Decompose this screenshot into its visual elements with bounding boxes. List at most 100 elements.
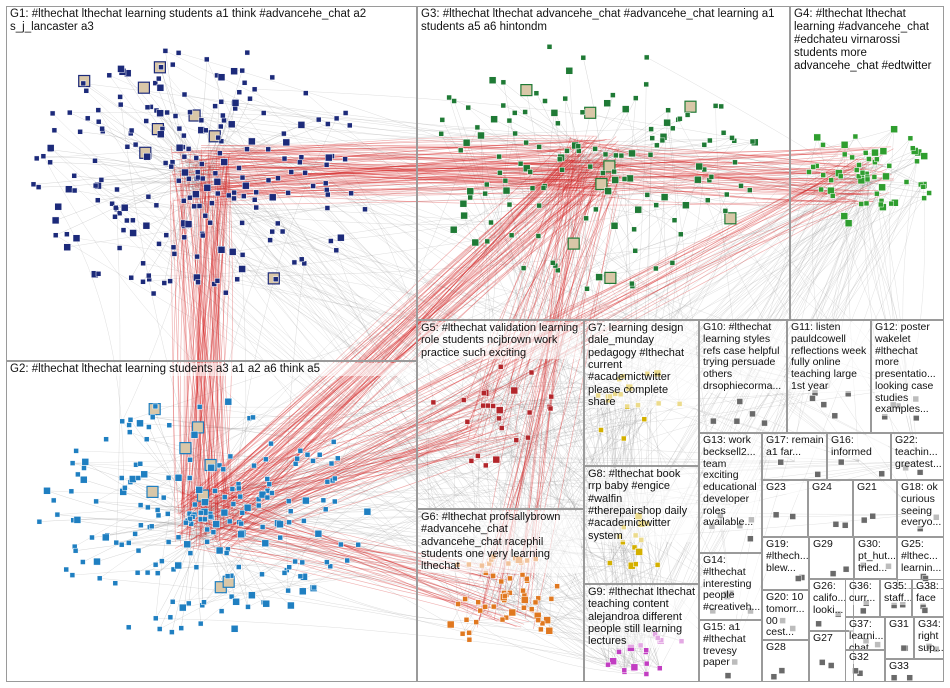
node	[239, 67, 245, 74]
node	[304, 451, 311, 458]
edge	[507, 163, 576, 393]
node	[871, 174, 878, 180]
node	[603, 160, 616, 173]
edge	[844, 144, 860, 462]
edge	[521, 194, 585, 414]
node	[314, 529, 323, 538]
node	[231, 189, 237, 196]
node	[630, 663, 639, 672]
edge	[524, 178, 620, 394]
node	[556, 156, 563, 163]
node	[853, 167, 860, 173]
node	[333, 115, 340, 122]
node	[69, 572, 76, 578]
group-label-g18: G18: ok curious seeing everyo...	[901, 481, 942, 529]
edge	[151, 526, 641, 646]
group-box-g37: G37: learni... chat	[845, 617, 885, 650]
edge	[178, 142, 590, 515]
node	[109, 200, 115, 207]
node	[464, 419, 471, 425]
node	[201, 599, 207, 605]
node	[196, 203, 203, 209]
node	[167, 614, 174, 621]
edge	[867, 179, 918, 462]
edge	[183, 186, 599, 507]
group-box-g13: G13: work becksell2... team exciting edu…	[699, 433, 762, 553]
node	[297, 448, 304, 454]
node	[554, 583, 560, 589]
group-label-g4: G4: #lthechat lthechat learning #advance…	[794, 8, 941, 73]
node	[144, 569, 151, 576]
node	[176, 177, 182, 184]
edge	[211, 190, 846, 206]
group-label-g35: G35: staff...	[884, 580, 912, 605]
node	[253, 204, 259, 211]
group-label-g15: G15: a1 #lthechat trevesy paper	[703, 621, 759, 669]
edge	[496, 187, 883, 460]
edge	[160, 67, 731, 658]
node	[144, 104, 151, 111]
edge	[195, 193, 206, 499]
node	[47, 159, 53, 166]
node	[649, 135, 655, 141]
node	[241, 80, 248, 86]
node	[299, 587, 307, 596]
node	[604, 271, 617, 284]
edge	[46, 490, 192, 528]
node	[603, 99, 611, 107]
edge	[215, 151, 222, 529]
node	[729, 135, 735, 141]
node	[218, 138, 225, 144]
node	[338, 541, 344, 548]
node	[188, 109, 201, 122]
edge	[192, 150, 603, 510]
edge	[159, 67, 212, 172]
edge	[217, 167, 592, 186]
node	[171, 251, 178, 257]
group-box-g25: G25: #lthec... learnin...	[897, 537, 944, 589]
edge	[514, 179, 868, 391]
edge	[206, 510, 222, 588]
edge	[207, 401, 524, 534]
node	[136, 419, 144, 428]
node	[659, 137, 666, 144]
edge	[332, 404, 639, 481]
node	[852, 667, 859, 675]
group-box-g12: G12: poster wakelet #lthechat more prese…	[871, 320, 944, 433]
edge	[168, 477, 197, 534]
edge	[572, 175, 863, 185]
node	[43, 487, 51, 495]
edge	[603, 181, 848, 194]
node	[193, 155, 200, 161]
edge	[221, 168, 562, 540]
edge	[98, 109, 193, 164]
node	[492, 455, 501, 464]
edge	[557, 165, 589, 271]
node	[527, 169, 533, 175]
node	[80, 559, 86, 565]
node	[199, 175, 206, 182]
node	[194, 169, 201, 175]
node	[484, 238, 491, 245]
edge	[114, 216, 635, 668]
node	[277, 534, 283, 541]
edge	[194, 154, 612, 174]
edge	[597, 153, 727, 195]
edge	[749, 189, 918, 462]
node	[93, 557, 101, 566]
edge	[587, 110, 669, 166]
edge	[277, 223, 620, 537]
node	[140, 279, 146, 285]
node	[120, 203, 129, 212]
node	[170, 61, 176, 68]
edge	[155, 387, 908, 408]
group-label-g33: G33	[889, 660, 941, 673]
edge	[221, 166, 587, 515]
edge	[205, 533, 285, 574]
node	[829, 570, 837, 577]
edge	[193, 525, 200, 568]
node	[310, 183, 316, 189]
node	[212, 520, 220, 528]
edge	[200, 450, 301, 518]
node	[227, 453, 234, 460]
